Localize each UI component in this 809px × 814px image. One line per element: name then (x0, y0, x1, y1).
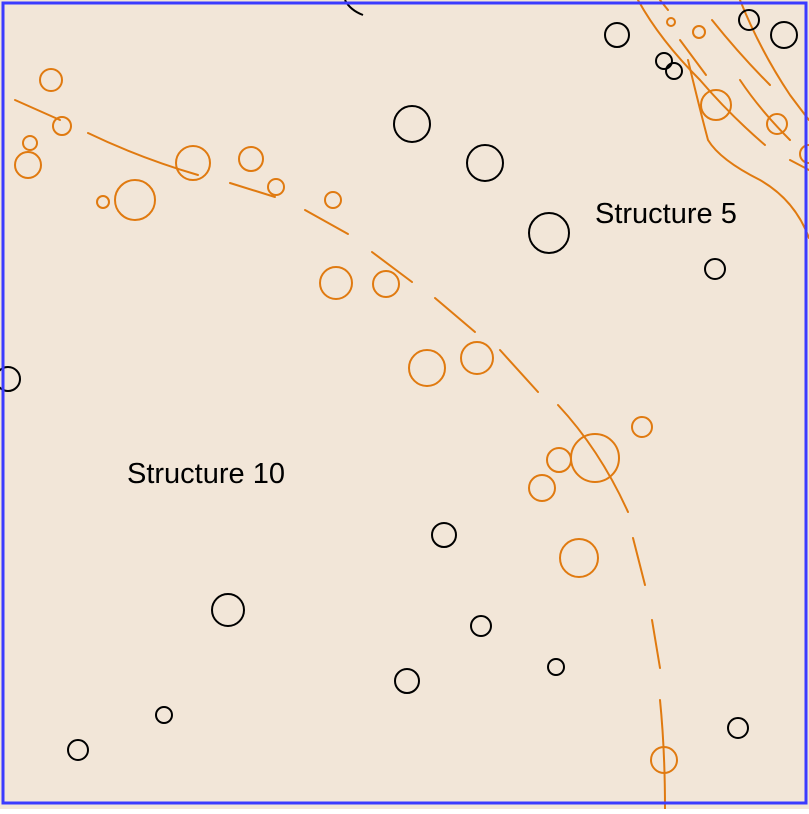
structure-posthole (666, 17, 676, 27)
structure-10-label: Structure 10 (127, 458, 285, 490)
structure-posthole (324, 191, 342, 209)
structure-posthole (372, 270, 400, 298)
structure-posthole (319, 266, 353, 300)
posthole (655, 52, 673, 70)
posthole (155, 706, 173, 724)
structure-10-wall-segment (651, 619, 661, 669)
structure-10-wall-segment (87, 132, 199, 176)
structure-posthole (692, 25, 706, 39)
posthole (727, 717, 749, 739)
structure-posthole (114, 179, 156, 221)
posthole (738, 9, 760, 31)
structure-posthole (96, 195, 110, 209)
posthole (394, 668, 420, 694)
structure-posthole (238, 146, 264, 172)
structure-5-wall (739, 79, 791, 141)
structure-5-label: Structure 5 (595, 198, 737, 230)
structure-posthole (799, 144, 809, 164)
structure-posthole (650, 746, 678, 774)
structure-10-wall-segment (499, 349, 539, 393)
structure-posthole (631, 416, 653, 438)
structure-posthole (700, 89, 732, 121)
structure-5-wall (711, 19, 771, 86)
structure-posthole (52, 116, 72, 136)
posthole (547, 658, 565, 676)
posthole (770, 21, 798, 49)
posthole (0, 366, 21, 392)
structure-posthole (175, 145, 211, 181)
structure-5-wall (679, 39, 707, 76)
posthole (466, 144, 504, 182)
posthole (211, 593, 245, 627)
posthole (528, 212, 570, 254)
structure-10-wall-segment (14, 99, 61, 121)
posthole (431, 522, 457, 548)
posthole (470, 615, 492, 637)
structure-10-wall-segment (434, 297, 476, 333)
structure-posthole (559, 538, 599, 578)
structure-posthole (546, 447, 572, 473)
structure-posthole (22, 135, 38, 151)
posthole (665, 62, 683, 80)
structure-10-wall-segment (557, 404, 629, 513)
structure-10-wall-segment (632, 537, 646, 586)
structure-5-wall (637, 0, 766, 146)
posthole (67, 739, 89, 761)
posthole (704, 258, 726, 280)
structure-10-wall-segment (371, 251, 413, 283)
structure-posthole (408, 349, 446, 387)
structure-posthole (460, 341, 494, 375)
structure-posthole (528, 474, 556, 502)
posthole (604, 22, 630, 48)
structure-10-wall-segment (659, 699, 666, 810)
structure-posthole (766, 113, 788, 135)
posthole (393, 105, 431, 143)
structure-posthole (14, 151, 42, 179)
structure-10-wall-segment (304, 209, 349, 235)
structure-5-wall (687, 59, 809, 239)
structure-10-wall-segment (229, 182, 276, 198)
structure-posthole (267, 178, 285, 196)
structure-posthole (39, 68, 63, 92)
